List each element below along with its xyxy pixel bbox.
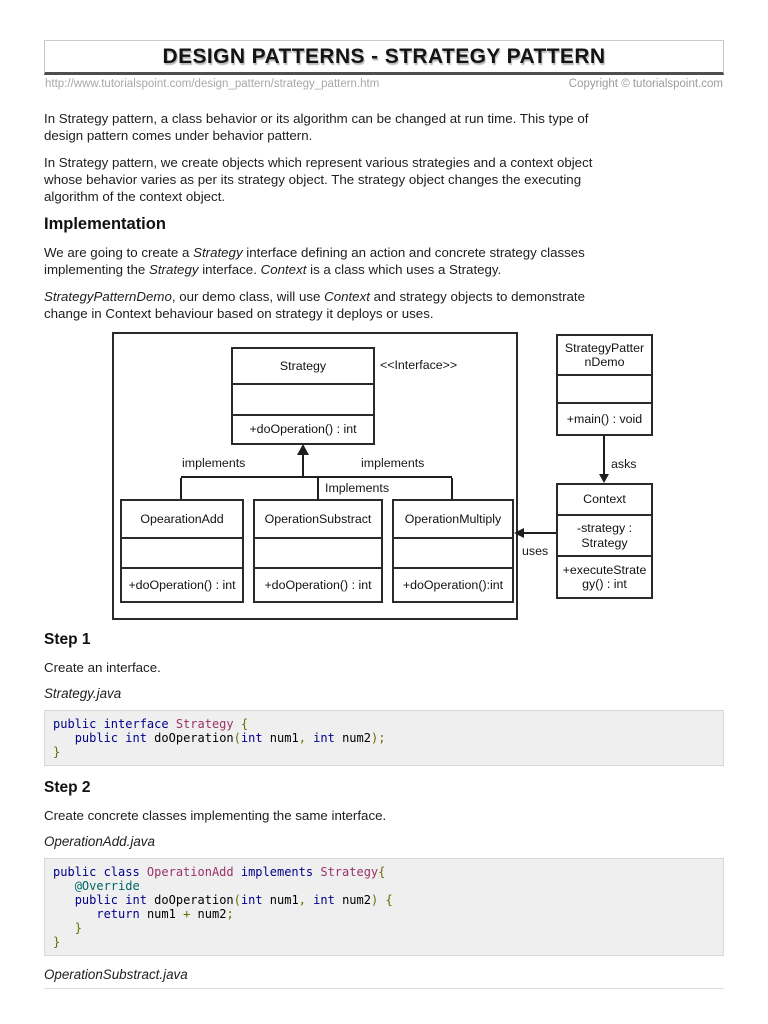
- implements-arrow-stem: [302, 454, 304, 478]
- intro-paragraph-1: In Strategy pattern, a class behavior or…: [44, 111, 589, 143]
- interface-stereotype-label: <<Interface>>: [380, 358, 458, 372]
- asks-label: asks: [611, 457, 637, 471]
- implements-label-right: implements: [361, 456, 425, 470]
- uml-class-operation-substract: OperationSubstract +doOperation() : int: [253, 499, 383, 603]
- next-file-label: OperationSubstract.java: [44, 967, 188, 982]
- uml-operation-substract-method: +doOperation() : int: [255, 567, 381, 601]
- uml-class-strategy: Strategy +doOperation() : int: [231, 347, 375, 445]
- implementation-paragraph-2: StrategyPatternDemo, our demo class, wil…: [44, 289, 586, 321]
- implementation-paragraph-1: We are going to create a Strategy interf…: [44, 245, 585, 277]
- uml-operation-multiply-attrs: [394, 537, 512, 567]
- step1-code-block: public interface Strategy { public int d…: [44, 710, 724, 766]
- intro-paragraph-2: In Strategy pattern, we create objects w…: [44, 155, 593, 204]
- uml-strategy-attrs: [233, 383, 373, 414]
- uml-operation-multiply-method: +doOperation():int: [394, 567, 512, 601]
- uml-context-method: +executeStrate gy() : int: [558, 555, 651, 597]
- step2-code-block: public class OperationAdd implements Str…: [44, 858, 724, 956]
- implementation-heading: Implementation: [44, 215, 166, 233]
- uml-operation-substract-attrs: [255, 537, 381, 567]
- title-box: DESIGN PATTERNS - STRATEGY PATTERN: [44, 40, 724, 75]
- page-cut-rule: [44, 988, 724, 989]
- uml-class-operation-add: OpearationAdd +doOperation() : int: [120, 499, 244, 603]
- step1-text: Create an interface.: [44, 660, 161, 675]
- page-title: DESIGN PATTERNS - STRATEGY PATTERN: [162, 45, 606, 68]
- uml-class-context: Context -strategy : Strategy +executeStr…: [556, 483, 653, 599]
- uses-arrowhead-icon: [514, 528, 524, 538]
- uml-operation-add-name: OpearationAdd: [140, 511, 224, 526]
- uml-class-operation-multiply: OperationMultiply +doOperation():int: [392, 499, 514, 603]
- uml-diagram-frame: [112, 332, 518, 620]
- uml-context-name: Context: [583, 492, 626, 507]
- implements-bus-line: [181, 476, 452, 478]
- uml-demo-attrs: [558, 374, 651, 402]
- document-page: DESIGN PATTERNS - STRATEGY PATTERN http:…: [44, 40, 724, 989]
- uml-demo-method: +main() : void: [558, 402, 651, 434]
- implements-label-middle: Implements: [325, 481, 390, 495]
- copyright-text: Copyright © tutorialspoint.com: [568, 78, 723, 90]
- uml-diagram: Strategy +doOperation() : int <<Interfac…: [44, 332, 724, 620]
- implements-label-left: implements: [182, 456, 246, 470]
- uml-operation-add-method: +doOperation() : int: [122, 567, 242, 601]
- step2-text: Create concrete classes implementing the…: [44, 808, 387, 823]
- meta-row: http://www.tutorialspoint.com/design_pat…: [44, 75, 724, 90]
- uses-arrow-line: [523, 532, 556, 534]
- implements-drop-right: [451, 478, 453, 499]
- uml-operation-add-attrs: [122, 537, 242, 567]
- uml-operation-substract-name: OperationSubstract: [264, 511, 372, 526]
- uml-strategy-name: Strategy: [279, 358, 327, 373]
- step2-file-label: OperationAdd.java: [44, 834, 155, 849]
- uml-context-attr: -strategy : Strategy: [558, 514, 651, 555]
- uml-operation-multiply-name: OperationMultiply: [404, 511, 502, 526]
- step1-heading: Step 1: [44, 631, 91, 648]
- implements-drop-middle: [317, 478, 319, 499]
- asks-arrowhead-icon: [599, 474, 609, 483]
- implements-arrowhead-icon: [297, 444, 309, 455]
- uml-strategy-method: +doOperation() : int: [233, 414, 373, 443]
- uses-label: uses: [522, 544, 549, 558]
- uml-demo-name: StrategyPatter nDemo: [564, 340, 645, 369]
- step1-file-label: Strategy.java: [44, 686, 122, 701]
- asks-arrow-stem: [603, 436, 605, 476]
- source-url-link[interactable]: http://www.tutorialspoint.com/design_pat…: [45, 78, 380, 90]
- step2-heading: Step 2: [44, 779, 91, 796]
- uml-class-strategy-pattern-demo: StrategyPatter nDemo +main() : void: [556, 334, 653, 436]
- implements-drop-left: [180, 478, 182, 499]
